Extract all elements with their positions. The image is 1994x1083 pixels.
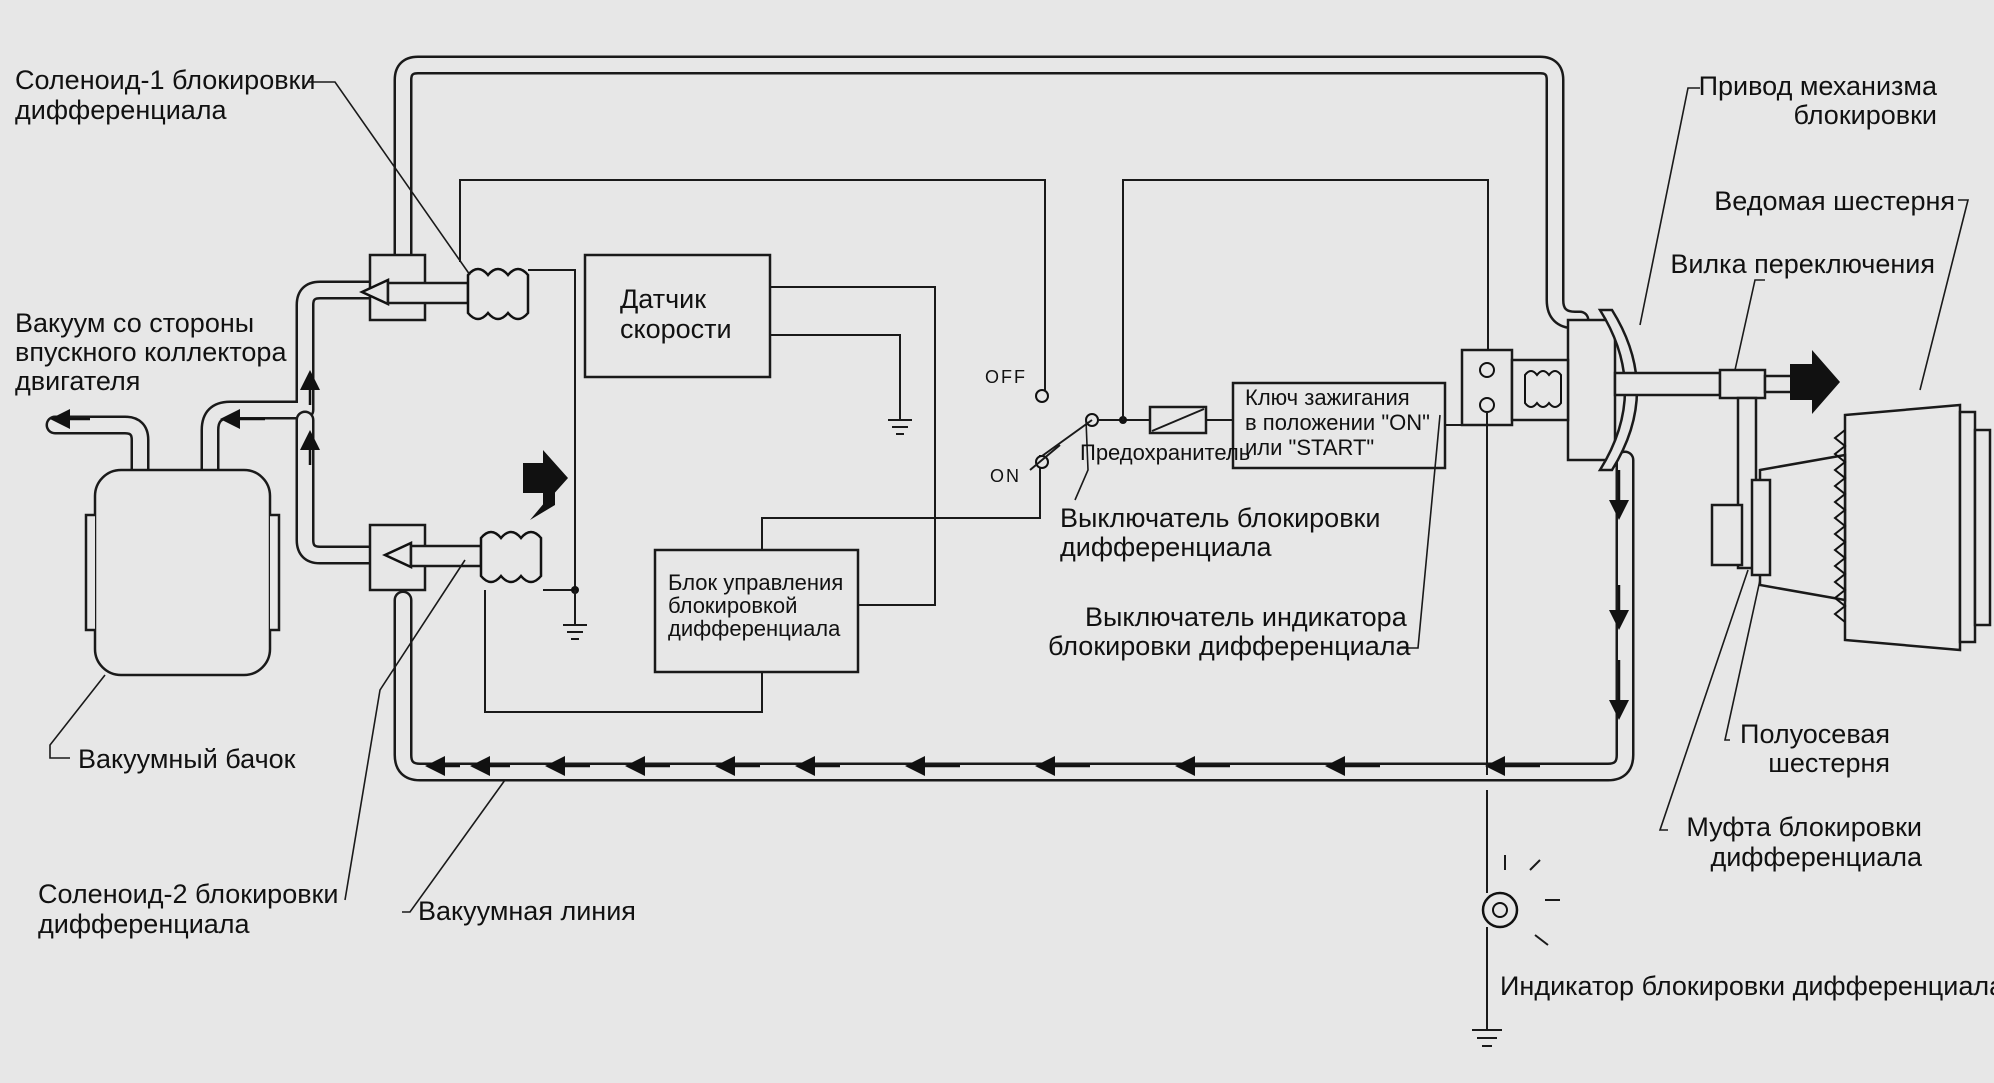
control-unit-label-line3: дифференциала: [668, 616, 841, 641]
indicator-switch-label-line2: блокировки дифференциала: [1048, 631, 1412, 661]
side-gear-label-line1: Полуосевая: [1740, 719, 1890, 749]
solenoid2-label-line1: Соленоид-2 блокировки: [38, 879, 338, 909]
ignition-key-label-line1: Ключ зажигания: [1245, 385, 1410, 410]
lock-clutch-label-line1: Муфта блокировки: [1686, 812, 1922, 842]
lock-switch-label-line2: дифференциала: [1060, 532, 1273, 562]
vacuum-source-label-line1: Вакуум со стороны: [15, 308, 254, 338]
switch-on-label: ON: [990, 466, 1021, 486]
vacuum-source-label-line2: впускного коллектора: [15, 337, 287, 367]
solenoid1-label-line1: Соленоид-1 блокировки: [15, 65, 315, 95]
vacuum-tank-label: Вакуумный бачок: [78, 744, 296, 774]
speed-sensor-label-line1: Датчик: [620, 284, 706, 314]
switch-off-label: OFF: [985, 367, 1027, 387]
vacuum-line-tubes: [45, 55, 1635, 782]
solenoid2-label-line2: дифференциала: [38, 909, 251, 939]
driven-gear-label: Ведомая шестерня: [1714, 186, 1955, 216]
fuse-label: Предохранитель: [1080, 440, 1250, 465]
ignition-key-box: [1231, 381, 1447, 470]
actuator-label-line1: Привод механизма: [1699, 71, 1938, 101]
indicator-lamp-label: Индикатор блокировки дифференциала: [1500, 971, 1994, 1001]
speed-sensor-box: [583, 253, 772, 379]
control-unit-label-line2: блокировкой: [668, 593, 797, 618]
solenoid-1: [359, 253, 530, 322]
vacuum-tank: [84, 468, 281, 677]
leader-lines: [49, 81, 1970, 913]
solenoid-2: [368, 450, 568, 592]
side-gear-label-line2: шестерня: [1768, 748, 1890, 778]
shift-fork-label: Вилка переключения: [1670, 249, 1935, 279]
text-labels: Соленоид-1 блокировки дифференциала Ваку…: [15, 65, 1994, 1001]
lock-clutch-label-line2: дифференциала: [1710, 842, 1923, 872]
ignition-key-label-line2: в положении "ON": [1245, 410, 1430, 435]
vacuum-source-label-line3: двигателя: [15, 366, 140, 396]
control-unit-box: [653, 548, 860, 674]
control-unit-label-line1: Блок управления: [668, 570, 843, 595]
driven-gear-assembly: [1750, 403, 1992, 652]
speed-sensor-label-line2: скорости: [620, 314, 732, 344]
ignition-key-label-line3: или "START": [1245, 435, 1374, 460]
lock-switch-label-line1: Выключатель блокировки: [1060, 503, 1380, 533]
indicator-switch-label-line1: Выключатель индикатора: [1085, 602, 1408, 632]
solenoid1-label-line2: дифференциала: [15, 95, 228, 125]
actuator-label-line2: блокировки: [1794, 100, 1938, 130]
lock-actuator: [1510, 308, 1840, 570]
vacuum-line-label: Вакуумная линия: [418, 896, 636, 926]
wiring: [459, 179, 1560, 1047]
